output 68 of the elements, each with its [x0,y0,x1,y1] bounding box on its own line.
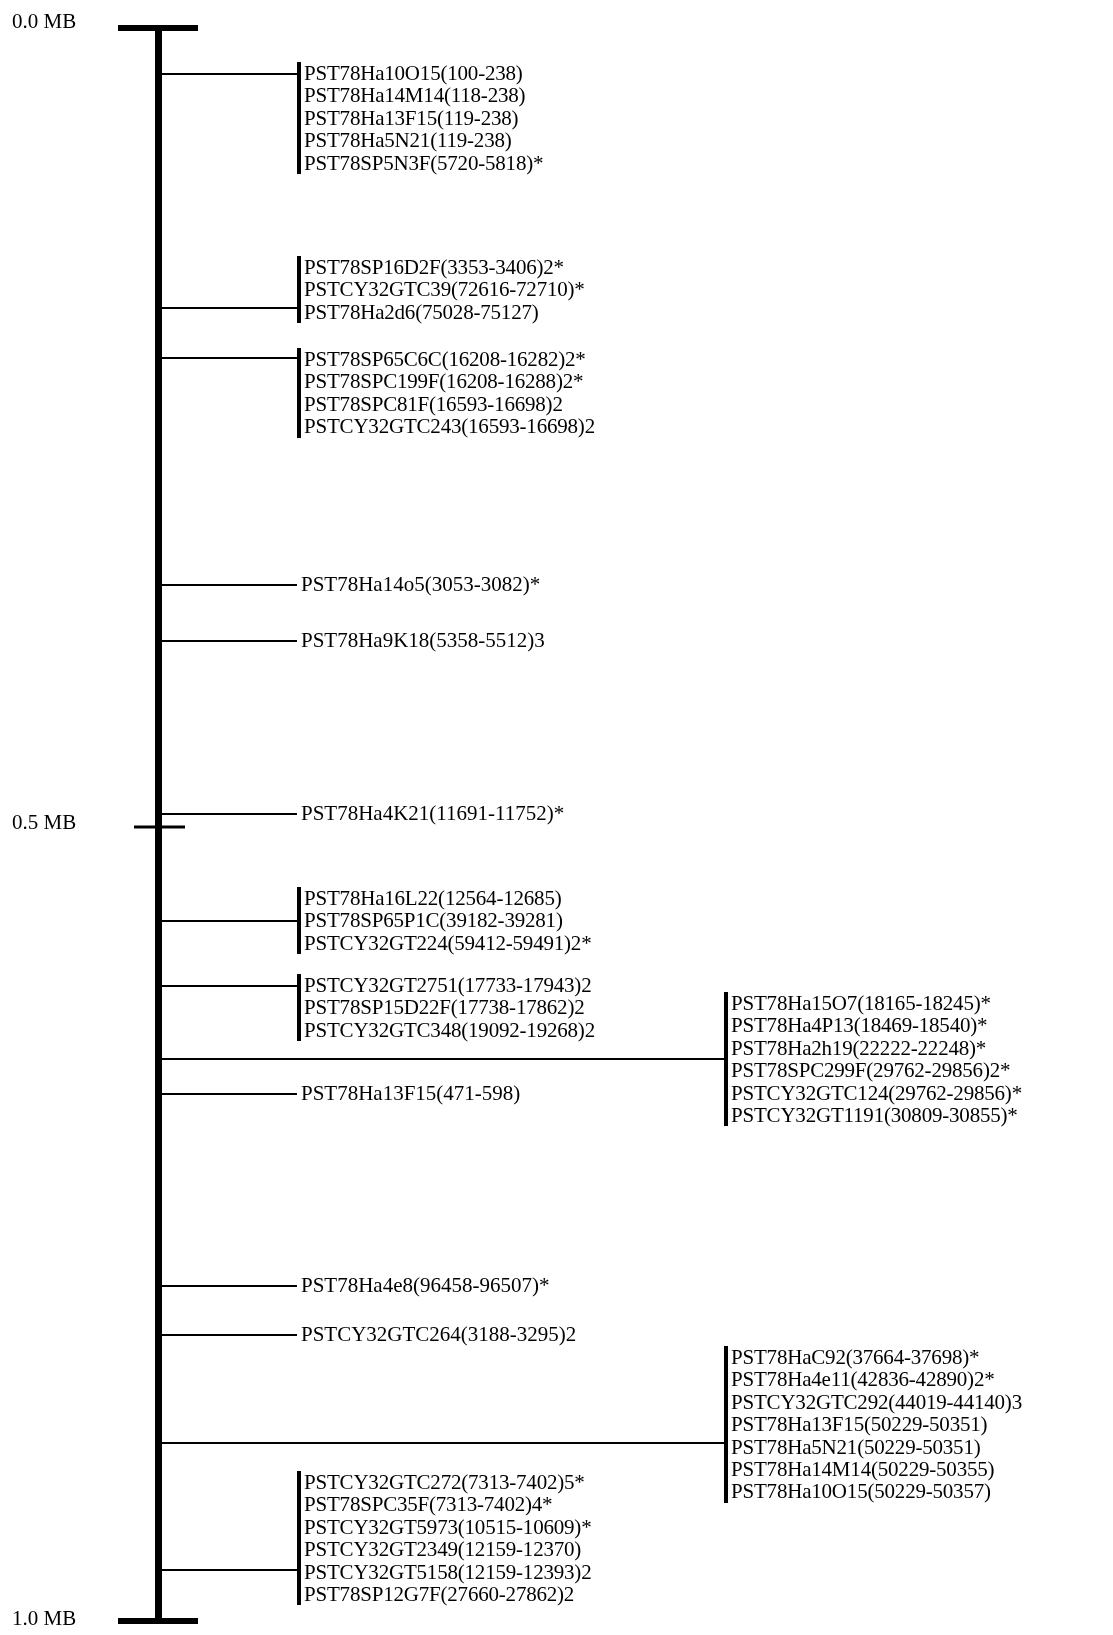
marker-label: PST78Ha13F15(50229-50351) [731,1413,988,1436]
connector-line [161,985,298,987]
marker-label: PSTCY32GTC272(7313-7402)5* [304,1471,586,1494]
marker-label: PST78SP65C6C(16208-16282)2* [304,348,587,371]
marker-label: PSTCY32GTC39(72616-72710)* [304,278,585,301]
marker-label: PSTCY32GTC292(44019-44140)3 [731,1390,1022,1414]
connector-line [161,1442,725,1444]
connector-line [161,1285,298,1287]
marker-label: PST78Ha5N21(50229-50351) [731,1435,981,1459]
marker-group-bracket [297,256,585,324]
marker-group-bracket [297,348,595,438]
marker-label: PST78Ha13F15(119-238) [304,106,519,130]
marker-group-bracket [297,62,544,175]
connector-line [161,1334,298,1336]
marker-label: PST78SPC81F(16593-16698)2 [304,392,563,416]
marker-group-bracket [724,1346,1022,1503]
marker-label: PST78Ha15O7(18165-18245)* [731,992,992,1015]
connector-line [161,73,298,75]
marker-label: PSTCY32GT2751(17733-17943)2 [304,974,593,997]
marker-label: PST78SP12G7F(27660-27862)2 [304,1583,575,1606]
marker-label: PST78Ha9K18(5358-5512)3 [297,629,545,652]
marker-label: PSTCY32GTC124(29762-29856)* [731,1081,1022,1105]
marker-label: PST78Ha13F15(471-598) [297,1082,521,1105]
marker-label: PSTCY32GT5973(10515-10609)* [304,1515,592,1539]
marker-label: PST78Ha4e8(96458-96507)* [297,1274,550,1297]
marker-label: PST78Ha16L22(12564-12685) [304,887,563,910]
marker-label: PSTCY32GTC243(16593-16698)2 [304,415,595,438]
connector-line [161,640,298,642]
marker-label: PST78SP15D22F(17738-17862)2 [304,996,585,1019]
marker-label: PST78Ha14o5(3053-3082)* [297,573,541,596]
connector-line [161,920,298,922]
marker-label: PSTCY32GT1191(30809-30855)* [731,1104,1018,1127]
marker-label: PST78Ha10O15(100-238) [304,62,524,85]
marker-label: PST78SP5N3F(5720-5818)* [304,151,544,175]
marker-label: PST78Ha4K21(11691-11752)* [297,802,565,825]
marker-label: PST78Ha14M14(50229-50355) [731,1458,996,1481]
marker-group-bracket [297,974,595,1042]
scale-label: 1.0 MB [12,1606,77,1630]
marker-label: PSTCY32GT224(59412-59491)2* [304,931,592,955]
marker-label: PST78Ha2h19(22222-22248)* [731,1036,988,1060]
marker-label: PST78SPC199F(16208-16288)2* [304,370,584,393]
marker-label: PSTCY32GT5158(12159-12393)2 [304,1560,592,1584]
marker-group-bracket [297,887,592,955]
marker-label: PST78Ha4P13(18469-18540)* [731,1014,988,1037]
marker-label: PST78Ha14M14(118-238) [304,84,527,107]
scale-label: 0.5 MB [12,810,77,834]
marker-group-bracket [297,1471,592,1606]
connector-line [161,813,298,815]
marker-group-bracket [724,992,1022,1127]
marker-label: PST78SPC35F(7313-7402)4* [304,1493,553,1516]
connector-line [161,584,298,586]
marker-label: PSTCY32GTC264(3188-3295)2 [297,1323,577,1346]
marker-label: PST78Ha10O15(50229-50357) [731,1480,991,1503]
marker-label: PST78SPC299F(29762-29856)2* [731,1059,1012,1082]
connector-line [161,1569,298,1571]
marker-label: PSTCY32GTC348(19092-19268)2 [304,1018,595,1042]
marker-label: PST78SP65P1C(39182-39281) [304,909,564,932]
marker-label: PST78HaC92(37664-37698)* [731,1346,981,1369]
marker-label: PSTCY32GT2349(12159-12370) [304,1538,582,1561]
connector-line [161,357,298,359]
marker-label: PST78Ha5N21(119-238) [304,129,512,152]
marker-label: PST78Ha4e11(42836-42890)2* [731,1368,996,1391]
marker-label: PST78SP16D2F(3353-3406)2* [304,256,565,279]
connector-line [161,1058,725,1060]
connector-line [161,1093,298,1095]
marker-label: PST78Ha2d6(75028-75127) [304,300,539,324]
scale-label: 0.0 MB [12,9,77,33]
connector-line [161,307,298,309]
